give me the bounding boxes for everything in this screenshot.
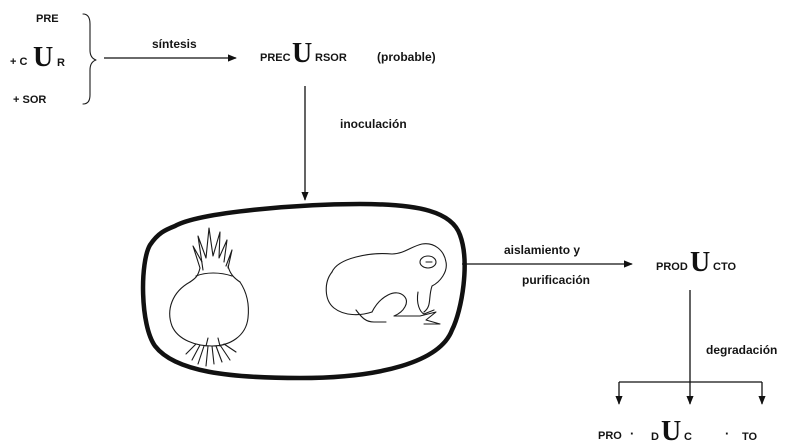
isolation-label-1: aislamiento y (504, 243, 580, 257)
organism-container (143, 204, 465, 378)
inoculation-label: inoculación (340, 117, 407, 131)
precursor-note: (probable) (377, 50, 436, 64)
fragment-to: TO (742, 431, 758, 443)
brace (83, 14, 96, 104)
precursor-prefix: PREC (260, 52, 291, 64)
label-pre: PRE (36, 13, 59, 25)
fragment-pro: PRO (598, 430, 622, 442)
fragment-c: C (684, 431, 692, 443)
frog-illustration (326, 244, 446, 324)
label-plus-sor: + SOR (13, 94, 46, 106)
label-plus-c: + C (10, 56, 27, 68)
degradation-label: degradación (706, 343, 777, 357)
synthesis-label: síntesis (152, 37, 197, 51)
precursor-big-u: U (292, 38, 312, 69)
label-r: R (57, 57, 65, 69)
fragment-dot-2: · (725, 426, 729, 441)
big-u-cur: U (33, 42, 53, 73)
precursor-suffix: RSOR (315, 52, 347, 64)
product-big-u: U (690, 247, 710, 278)
fragment-dot-1: · (630, 426, 634, 441)
bulb-illustration (170, 228, 249, 366)
fragment-big-u: U (661, 416, 681, 445)
isolation-label-2: purificación (522, 273, 590, 287)
fragment-d: D (651, 431, 659, 443)
product-suffix: CTO (713, 261, 736, 273)
product-prefix: PROD (656, 261, 688, 273)
